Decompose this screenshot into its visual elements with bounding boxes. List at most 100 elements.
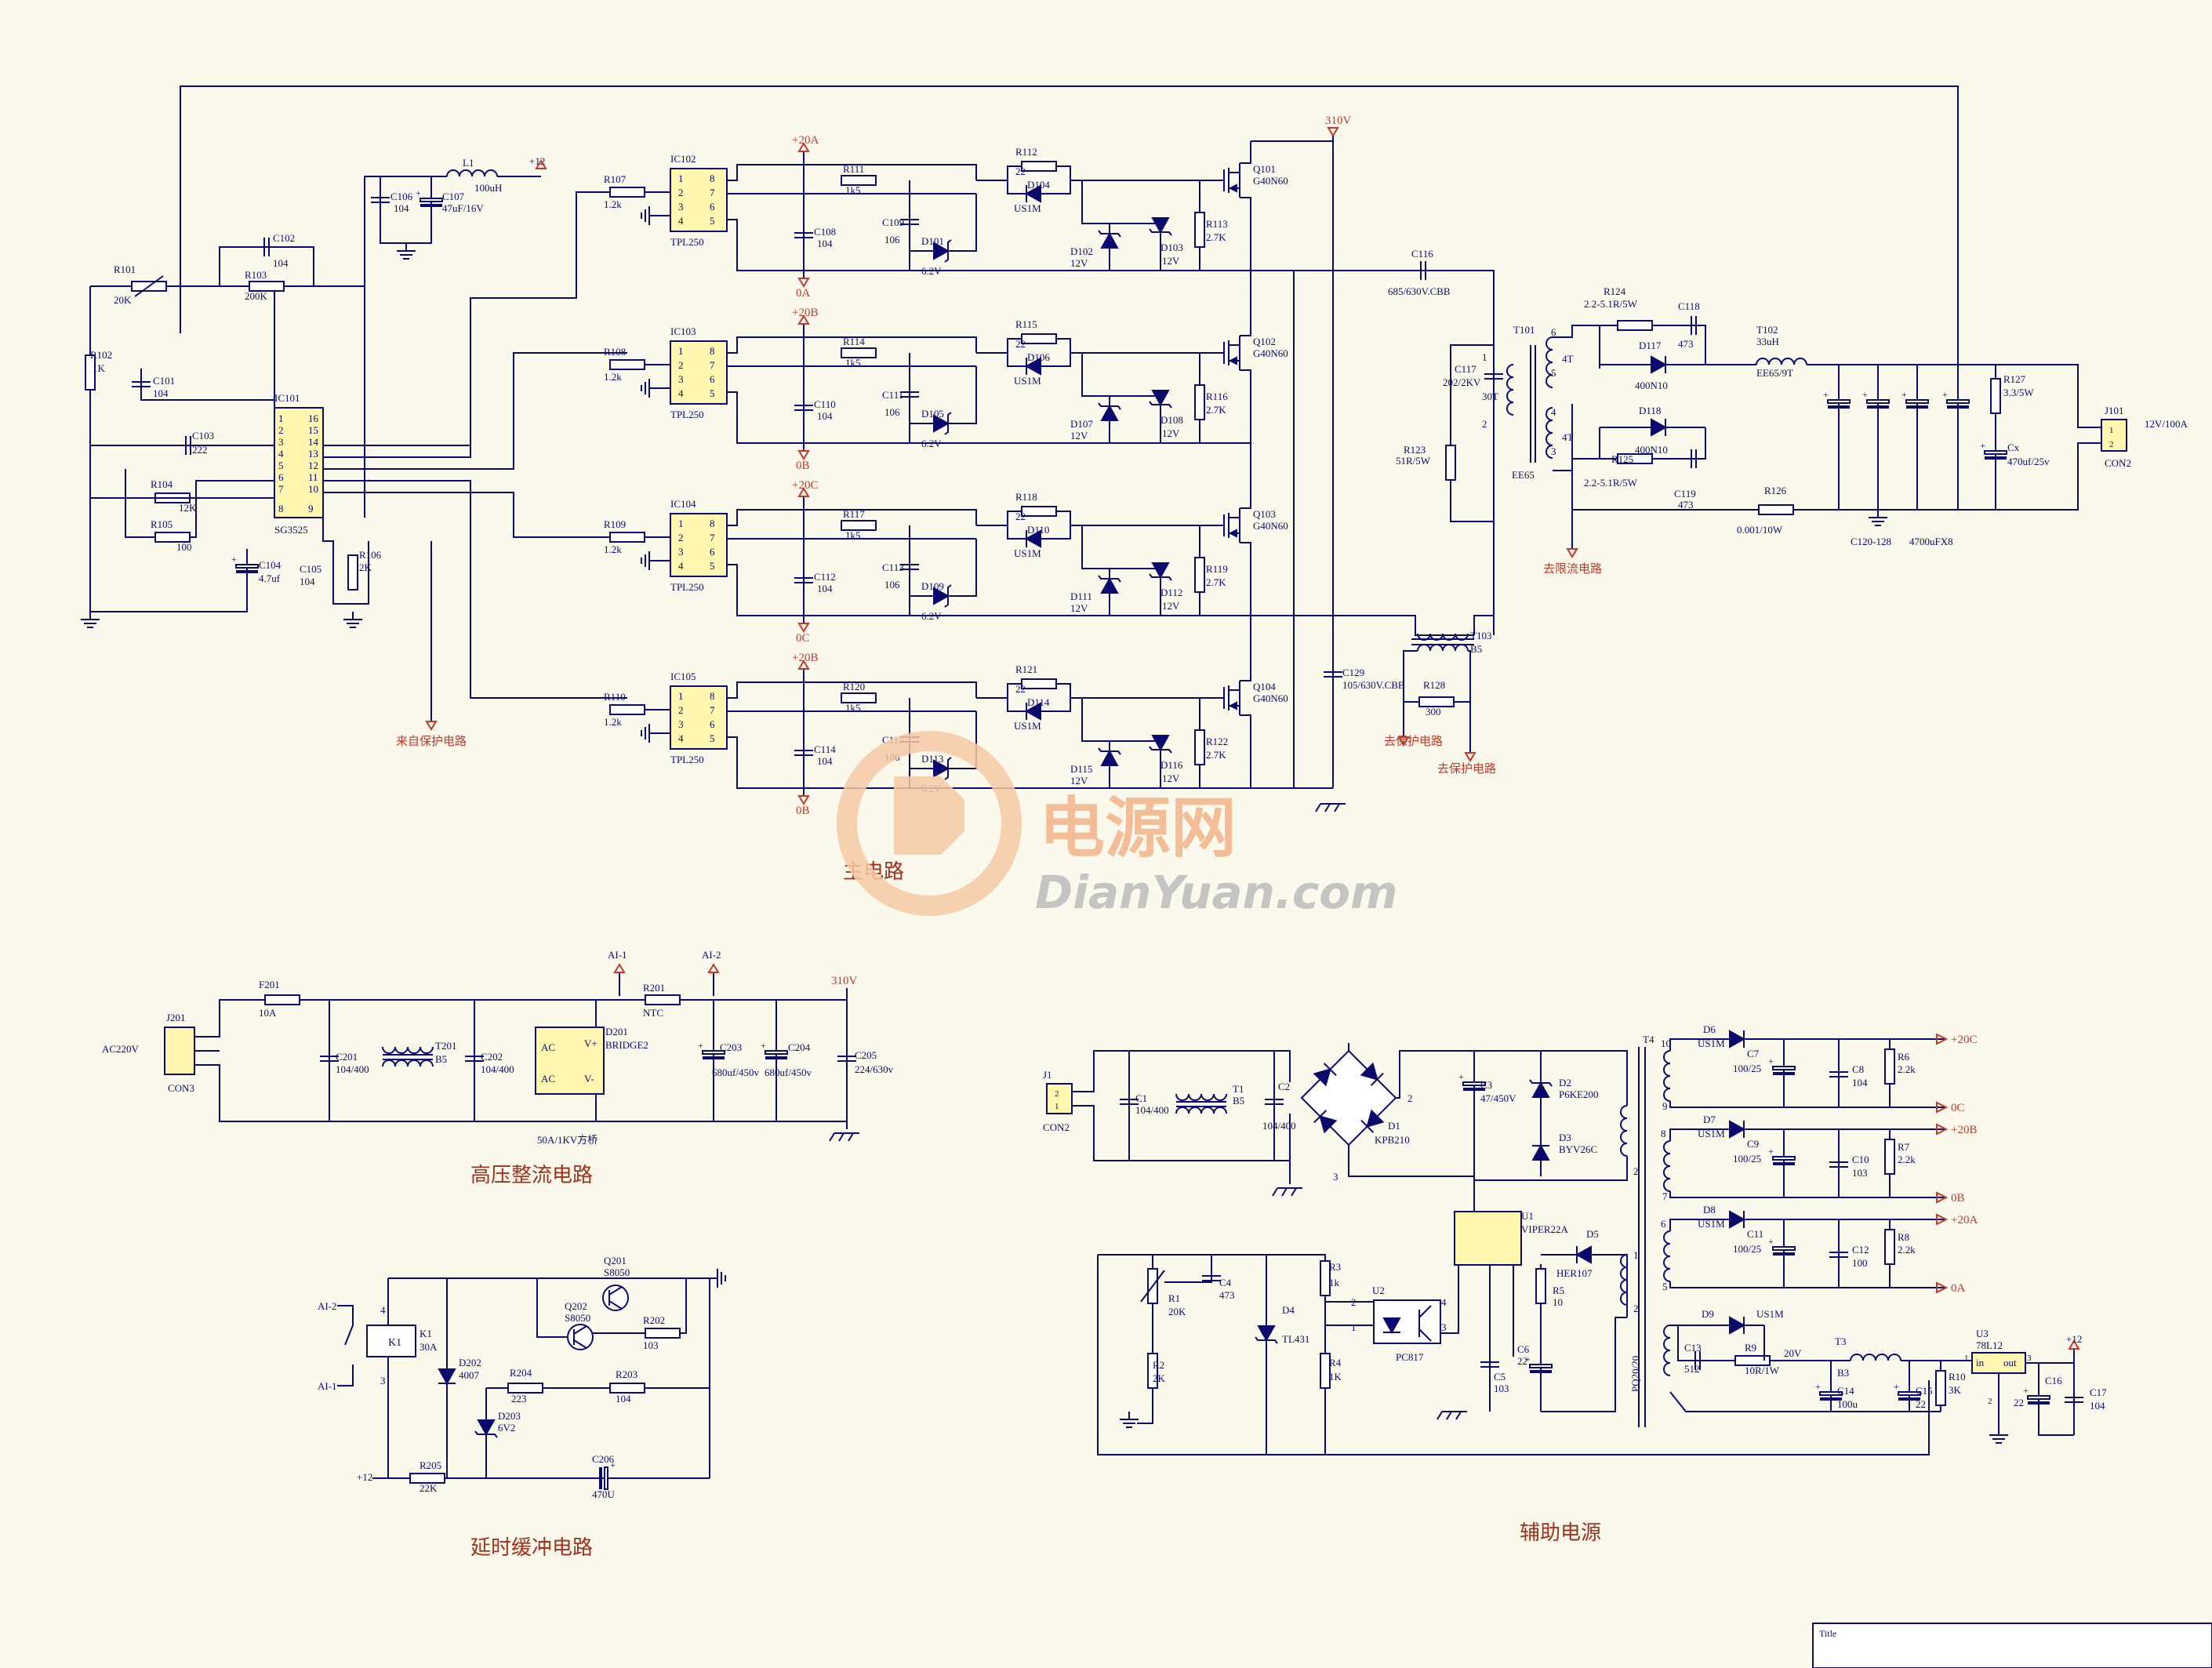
c112-label: C112	[814, 571, 836, 583]
c103-label: C103	[192, 430, 214, 442]
c7-value: 100/25	[1733, 1063, 1761, 1074]
u3-pin1: 1	[1964, 1354, 1969, 1363]
t4-pin2: 2	[1633, 1165, 1639, 1177]
c116-label: C116	[1411, 248, 1433, 260]
c102-label: C102	[273, 232, 295, 244]
d103-v: 12V	[1162, 255, 1180, 267]
t101-pin2: 2	[1482, 418, 1487, 430]
n0c-net: 0C	[796, 632, 810, 645]
c8-value: 104	[1852, 1077, 1868, 1088]
d102-v: 12V	[1070, 257, 1088, 269]
r106-label: R106	[359, 549, 382, 561]
delay-buffer-circuit: K1 K1 30A 4 3 AI-2 AI-1 +12 D202 4007 Q2…	[318, 1255, 726, 1559]
c3-label: C3	[1480, 1079, 1492, 1091]
j201-connector[interactable]	[164, 1027, 195, 1075]
driver-channel-1: R1071.2kIC102TPL25012348765+20AC1081040A…	[604, 134, 1288, 300]
d103-label: D103	[1160, 242, 1183, 253]
svg-text:11: 11	[308, 471, 318, 483]
aux_p20a-net: +20A	[1951, 1214, 1978, 1226]
d201-ac2: AC	[541, 1073, 555, 1085]
r119-value: 2.7K	[1206, 576, 1226, 588]
ic104-pin1: 1	[678, 518, 684, 529]
c119-label: C119	[1674, 488, 1696, 500]
t101-pin3: 3	[1551, 445, 1556, 457]
c4-value: 473	[1219, 1289, 1235, 1301]
ic104-label: IC104	[670, 498, 696, 510]
r107-label: R107	[604, 173, 627, 185]
ic102-tpl250	[670, 168, 728, 232]
ic105-pin7: 7	[710, 704, 715, 716]
c104-value: 4.7uf	[259, 572, 281, 584]
t1-label: T1	[1233, 1083, 1244, 1095]
c16-label: C16	[2045, 1375, 2062, 1386]
ic102-pin1: 1	[678, 173, 684, 184]
d8-label: D8	[1703, 1204, 1716, 1216]
j1-connector[interactable]	[1046, 1083, 1073, 1114]
ic105-label: IC105	[670, 670, 696, 682]
l1-label: L1	[463, 157, 474, 169]
c105-label: C105	[300, 563, 321, 575]
c10-value: 103	[1852, 1167, 1868, 1179]
t103-value: B5	[1470, 643, 1482, 655]
r5-value: 10	[1553, 1296, 1563, 1308]
c4-label: C4	[1219, 1277, 1232, 1288]
r114-value: 1k5	[845, 357, 861, 369]
r128-value: 300	[1426, 706, 1441, 718]
aux-power-title: 辅助电源	[1520, 1521, 1601, 1544]
t201-label: T201	[435, 1040, 456, 1052]
d4-value: TL431	[1282, 1333, 1309, 1345]
d8-value: US1M	[1698, 1218, 1725, 1230]
c106-value: 104	[394, 202, 409, 214]
c111-value: 106	[884, 406, 900, 418]
r125-value: 2.2-5.1R/5W	[1584, 477, 1638, 489]
ic104-pin4: 4	[678, 560, 684, 572]
j101-value: 12V/100A	[2145, 418, 2188, 430]
c13-label: C13	[1684, 1342, 1702, 1354]
c2-value: 104/400	[1262, 1120, 1296, 1132]
c3-value: 47/450V	[1480, 1092, 1516, 1104]
d7-label: D7	[1703, 1114, 1716, 1125]
ic103-pin7: 7	[710, 359, 715, 371]
r6-value: 2.2k	[1898, 1063, 1916, 1075]
ic104-pin5: 5	[710, 560, 715, 572]
ai2-relay-net: AI-2	[318, 1300, 337, 1312]
u2-label: U2	[1372, 1285, 1385, 1296]
d114-label: D114	[1027, 696, 1050, 708]
c15-label: C15	[1916, 1385, 1933, 1397]
t102-type: EE65/9T	[1756, 367, 1793, 379]
svg-text:8: 8	[278, 503, 284, 514]
k1-pin4: 4	[380, 1304, 386, 1316]
j201-label: J201	[166, 1012, 186, 1023]
ic102-pin4: 4	[678, 215, 684, 227]
d106-label: D106	[1027, 351, 1050, 363]
svg-text:16: 16	[308, 412, 319, 424]
d108-label: D108	[1160, 414, 1183, 426]
d5-value: HER107	[1556, 1267, 1593, 1279]
ic102-label: IC102	[670, 153, 696, 165]
r7-value: 2.2k	[1898, 1154, 1916, 1165]
t201-value: B5	[435, 1053, 447, 1065]
c113-label: C113	[882, 561, 904, 573]
r110-label: R110	[604, 691, 626, 703]
ic105-pin3: 3	[678, 718, 684, 730]
d101-label: D101	[921, 235, 944, 247]
ic104-pin7: 7	[710, 532, 715, 543]
r202-value: 103	[643, 1339, 659, 1351]
d201-label: D201	[605, 1026, 628, 1038]
c105-value: 104	[300, 576, 315, 587]
v20-net: 20V	[1784, 1347, 1802, 1359]
aux_0c-net: 0C	[1951, 1102, 1965, 1114]
r5-label: R5	[1553, 1285, 1564, 1296]
r111-label: R111	[843, 163, 864, 175]
ai2-net: AI-2	[702, 949, 721, 961]
f201-label: F201	[259, 979, 280, 990]
r126-label: R126	[1764, 485, 1787, 496]
r204-label: R204	[510, 1367, 532, 1379]
r101-value: 20K	[114, 294, 132, 306]
c129-value: 105/630V.CBB	[1342, 679, 1405, 691]
cx-label: Cx	[2007, 442, 2020, 453]
delay-buffer-title: 延时缓冲电路	[470, 1536, 593, 1559]
j101-connector[interactable]	[2101, 419, 2127, 452]
d202-label: D202	[459, 1357, 481, 1368]
